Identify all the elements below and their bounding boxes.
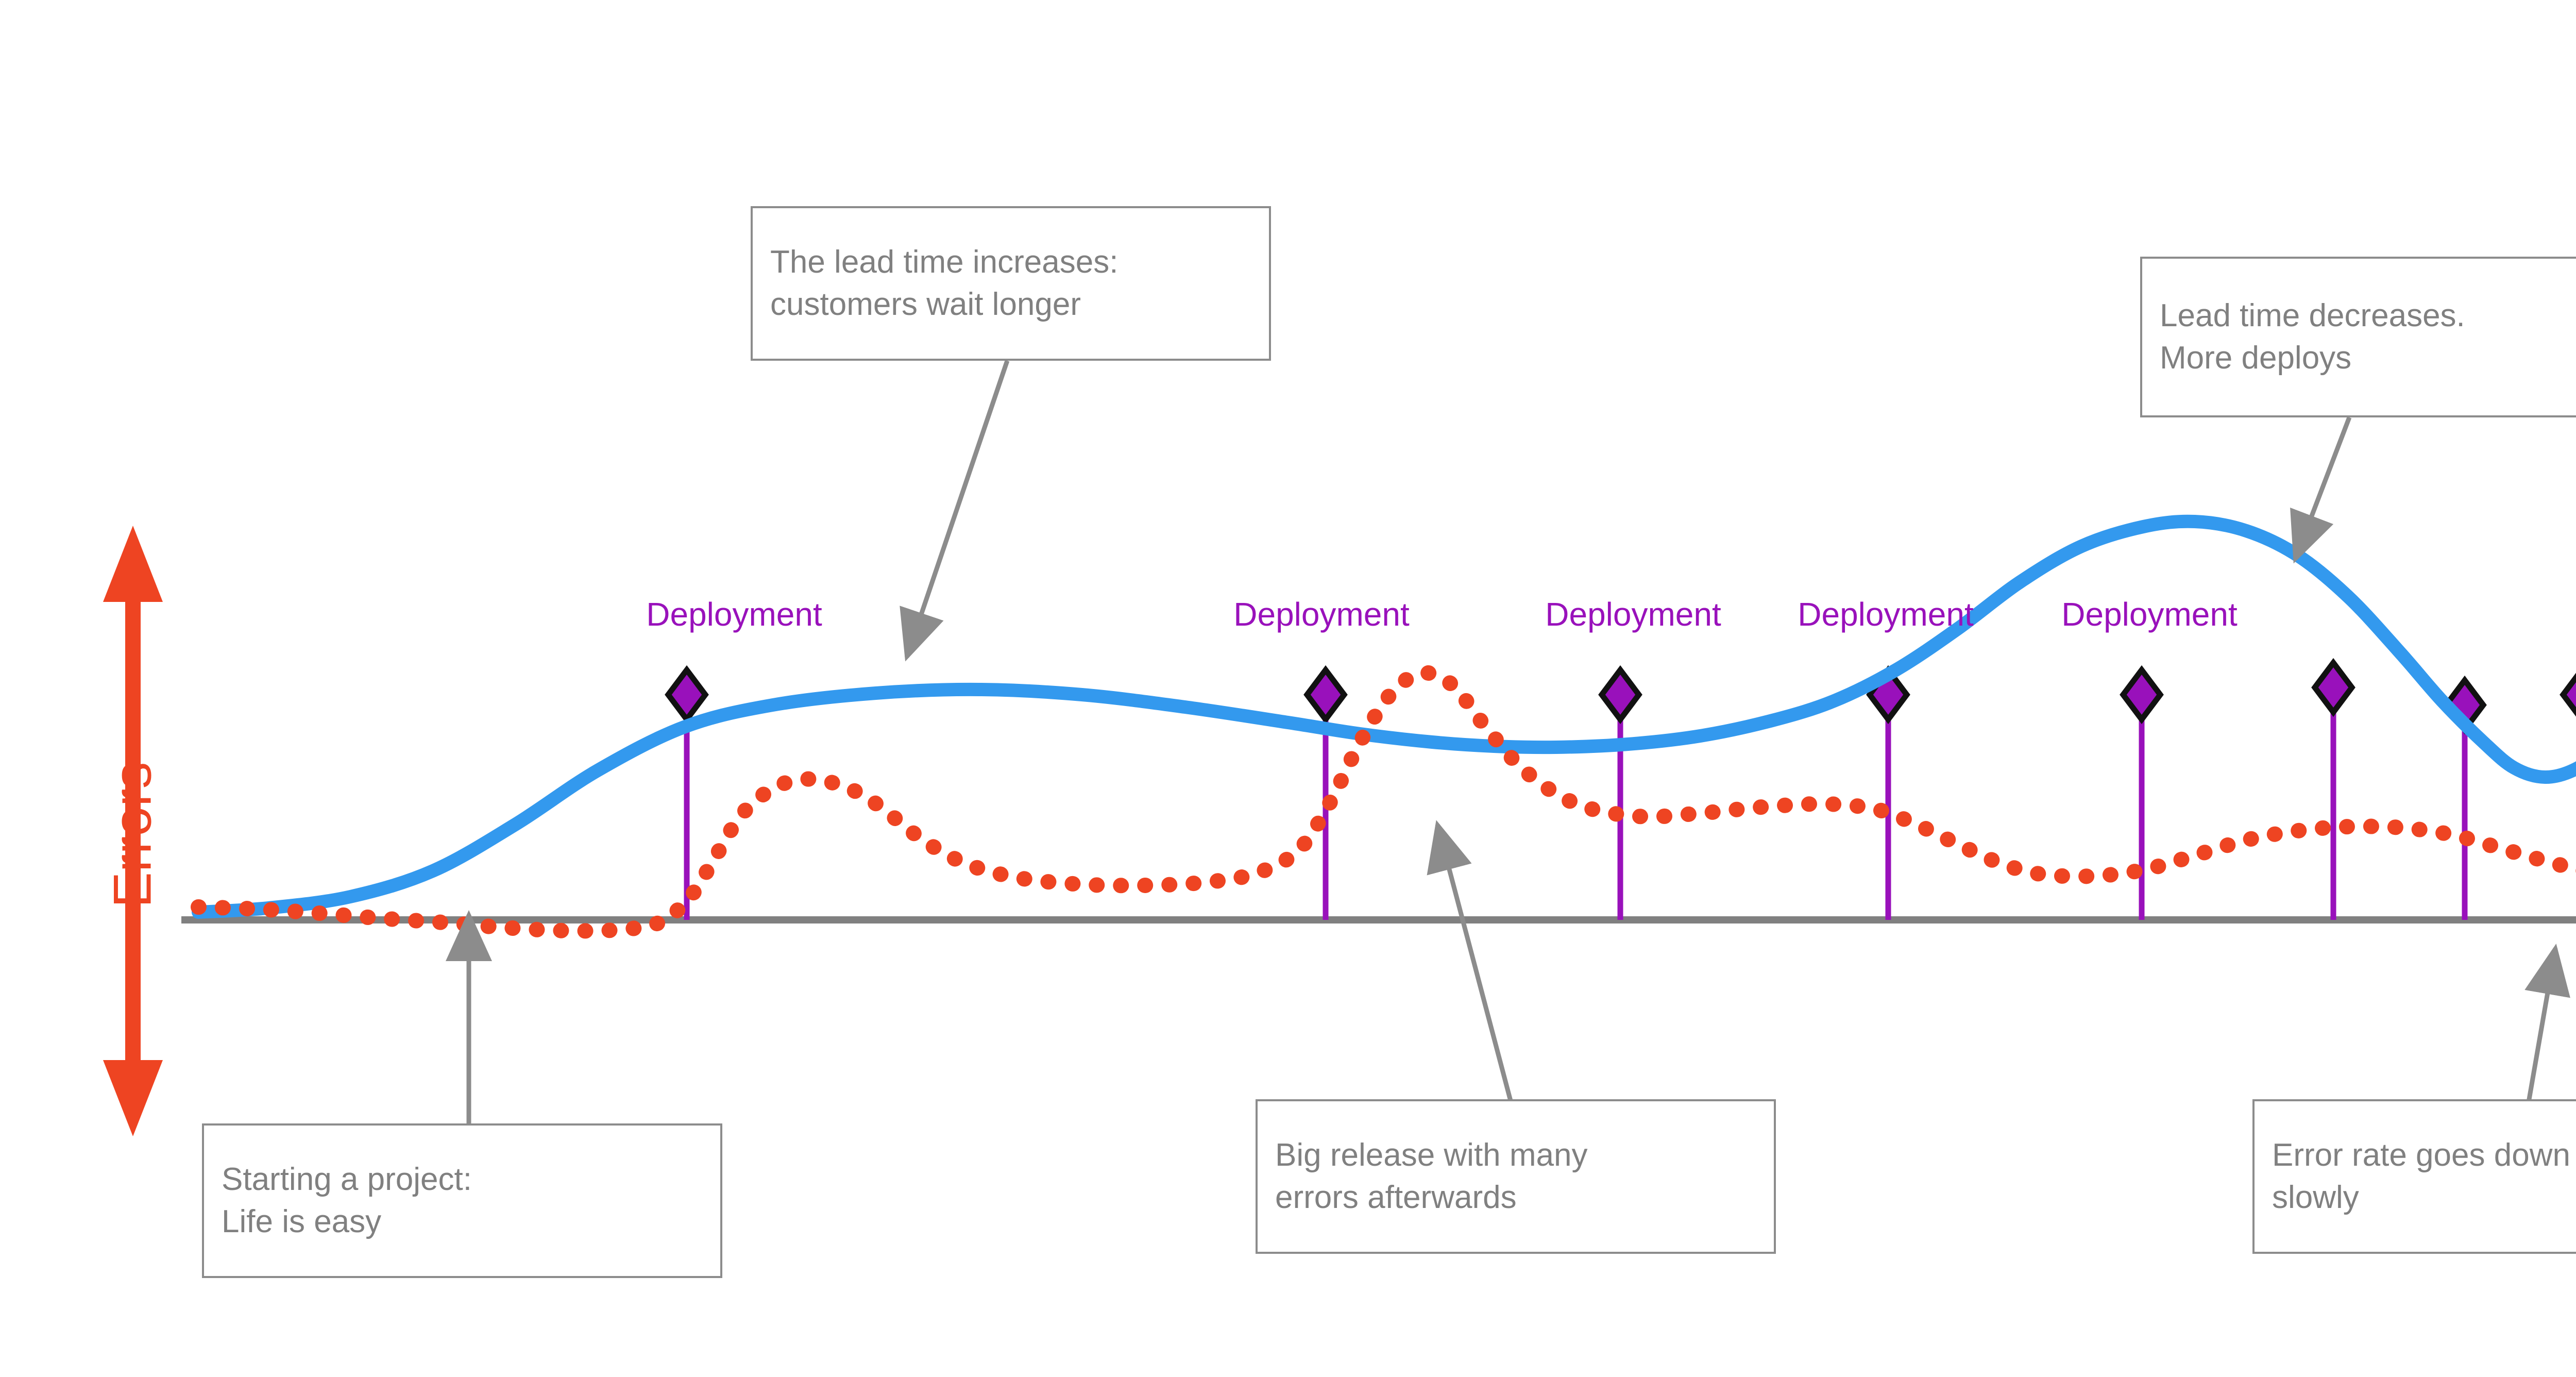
callout-line-2: customers wait longer [770,287,1081,322]
callout-line-2: errors afterwards [1275,1180,1517,1215]
callout-lead-time-increases: The lead time increases: customers wait … [751,206,1271,361]
deployment-marker[interactable] [2120,665,2164,920]
deployment-marker[interactable] [1303,665,1348,920]
deployment-markers[interactable] [665,658,2576,920]
callout-error-rate-down: Error rate goes down slowly [2252,1099,2576,1254]
deployment-label-1: Deployment [646,596,822,633]
callout-line-1: Starting a project: [222,1162,472,1198]
connector-big-release [1427,820,1520,1127]
connector-lead-time-increases [900,360,1010,662]
deployment-marker[interactable] [665,665,709,920]
errors-axis-arrow [103,526,163,1136]
deployment-label-2: Deployment [1233,596,1410,633]
diamond-marker[interactable] [1598,665,1642,725]
diamond-marker[interactable] [2560,670,2576,719]
series-errors [191,665,2576,939]
callout-line-1: Lead time decreases. [2160,298,2465,334]
deployment-marker[interactable] [1598,665,1642,920]
callout-lead-time-decreases: Lead time decreases. More deploys [2140,257,2576,417]
callout-line-1: The lead time increases: [770,244,1118,280]
errors-axis-label: Errors [103,762,163,908]
callout-line-2: More deploys [2160,340,2352,376]
callout-line-1: Big release with many [1275,1137,1588,1173]
connector-error-rate-down [2522,944,2570,1127]
connector-lead-time-decreases [2290,416,2352,564]
deployment-label-5: Deployment [2061,596,2238,633]
callout-line-2: slowly [2272,1180,2359,1215]
callout-connectors [446,360,2570,1149]
callout-starting-project: Starting a project: Life is easy [202,1123,722,1278]
deployment-label-4: Deployment [1798,596,1974,633]
diamond-marker[interactable] [665,665,709,725]
diamond-marker[interactable] [2120,665,2164,725]
deployment-marker[interactable] [1866,665,1910,920]
callout-line-1: Error rate goes down [2272,1137,2570,1173]
deployment-marker[interactable] [2560,670,2576,920]
callout-big-release: Big release with many errors afterwards [1256,1099,1776,1254]
deployment-marker[interactable] [2311,658,2355,920]
diamond-marker[interactable] [1303,665,1348,725]
chart-series [191,514,2576,939]
series-lead-time [192,514,2576,919]
callout-line-2: Life is easy [222,1204,382,1239]
diamond-marker[interactable] [2311,658,2355,717]
deployment-label-3: Deployment [1545,596,1721,633]
